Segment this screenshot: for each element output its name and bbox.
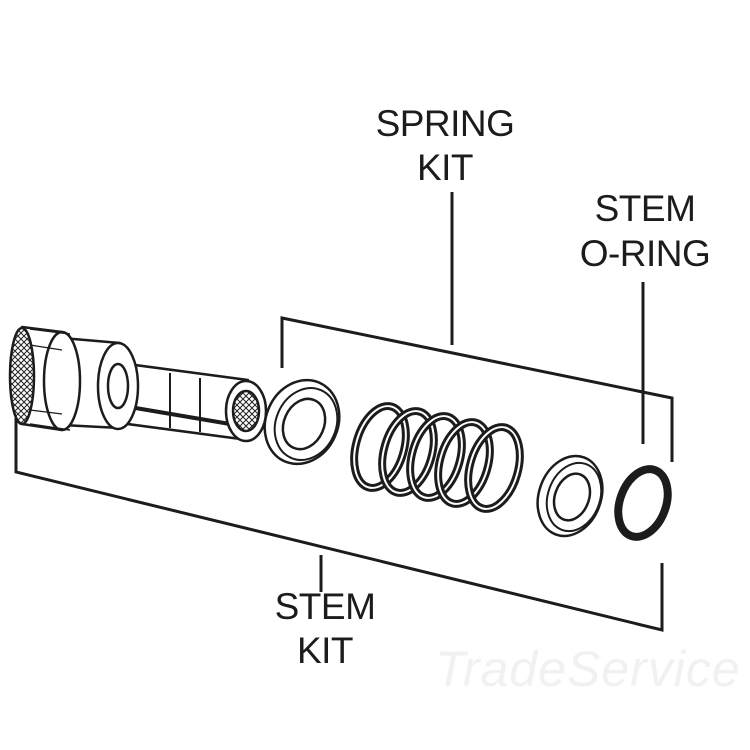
stem-oring-label-line-1: STEM [594,188,696,229]
spring [350,402,524,513]
stem-o-ring [614,465,672,541]
seat-washer [263,378,341,466]
stem-kit-label-line-1: STEM [274,586,376,627]
spring-washer [536,454,604,538]
spring-kit-label-line-2: KIT [416,147,474,188]
stem-kit-label-line-2: KIT [296,630,354,671]
stem-kit-bracket [14,418,664,632]
stem-cartridge [8,325,268,443]
watermark: TradeService [435,641,741,697]
stem-oring-label-line-2: O-RING [579,233,711,274]
spring-kit-label-line-1: SPRING [375,103,515,144]
spring-kit-bracket [280,192,674,462]
